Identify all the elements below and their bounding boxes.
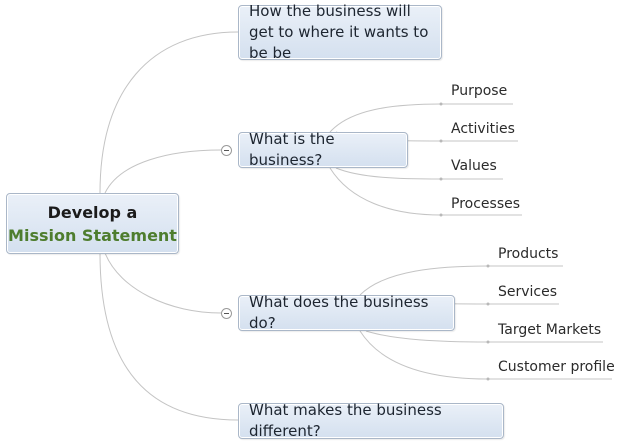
minus-circle-icon[interactable]	[221, 145, 232, 156]
subtopic-services[interactable]: Services	[498, 284, 558, 300]
subtopic-processes[interactable]: Processes	[451, 196, 521, 212]
branch-topic-different[interactable]: What makes the business different?	[238, 401, 504, 440]
central-topic-line1: Develop a	[47, 202, 138, 222]
branch-label: What does the business do?	[249, 293, 429, 332]
branch-label: What makes the business different?	[249, 401, 442, 440]
minus-circle-icon[interactable]	[221, 308, 232, 319]
branch-topic-how[interactable]: How the business will get to where it wa…	[238, 2, 442, 62]
central-topic[interactable]: Develop a Mission Statement	[6, 193, 179, 254]
subtopic-customer-profile[interactable]: Customer profile	[498, 359, 615, 375]
branch-label: What is the business?	[249, 130, 335, 169]
subtopic-activities[interactable]: Activities	[451, 121, 515, 137]
branch-topic-what-does[interactable]: What does the business do?	[238, 293, 455, 332]
branch-topic-what-is[interactable]: What is the business?	[238, 130, 408, 169]
subtopic-values[interactable]: Values	[451, 158, 497, 174]
branch-label: How the business will get to where it wa…	[249, 2, 429, 62]
central-topic-line2: Mission Statement	[8, 225, 177, 245]
subtopic-products[interactable]: Products	[498, 246, 559, 262]
subtopic-target-markets[interactable]: Target Markets	[498, 322, 602, 338]
subtopic-purpose[interactable]: Purpose	[451, 83, 508, 99]
